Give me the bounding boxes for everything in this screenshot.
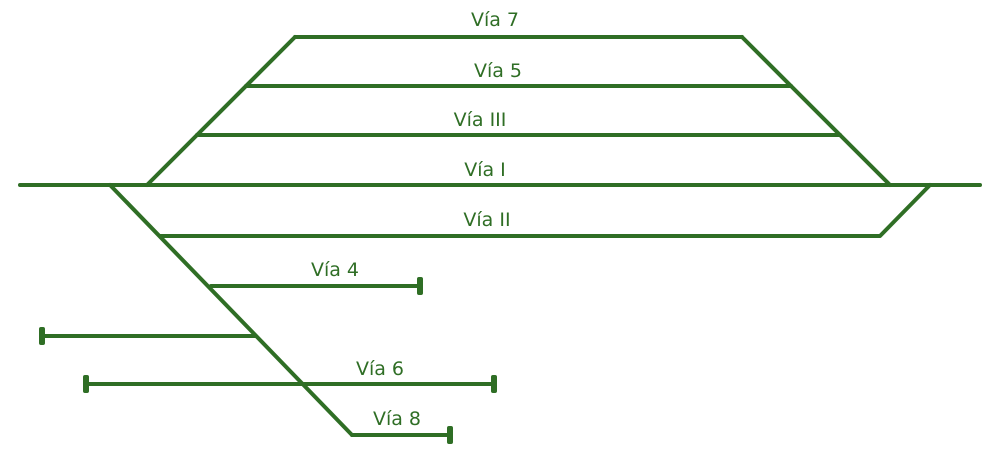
- upper-left-diagonal: [145, 35, 297, 187]
- buffer-stop-via-6-right: [491, 375, 497, 393]
- track-via-ii: [158, 183, 932, 238]
- buffer-stop-siding: [39, 327, 45, 345]
- label-via-ii: Vía II: [463, 209, 510, 231]
- buffer-stop-via-8: [447, 426, 453, 444]
- buffer-stop-via-6-left: [83, 375, 89, 393]
- upper-right-diagonal: [740, 35, 892, 187]
- label-via-8: Vía 8: [373, 408, 421, 430]
- label-via-i: Vía I: [464, 159, 506, 181]
- label-via-4: Vía 4: [311, 259, 359, 281]
- label-via-5: Vía 5: [474, 60, 522, 82]
- lower-left-diagonal: [108, 183, 400, 437]
- label-via-6: Vía 6: [356, 358, 404, 380]
- label-via-iii: Vía III: [454, 109, 507, 131]
- buffer-stop-via-4: [417, 277, 423, 295]
- label-via-7: Vía 7: [471, 9, 519, 31]
